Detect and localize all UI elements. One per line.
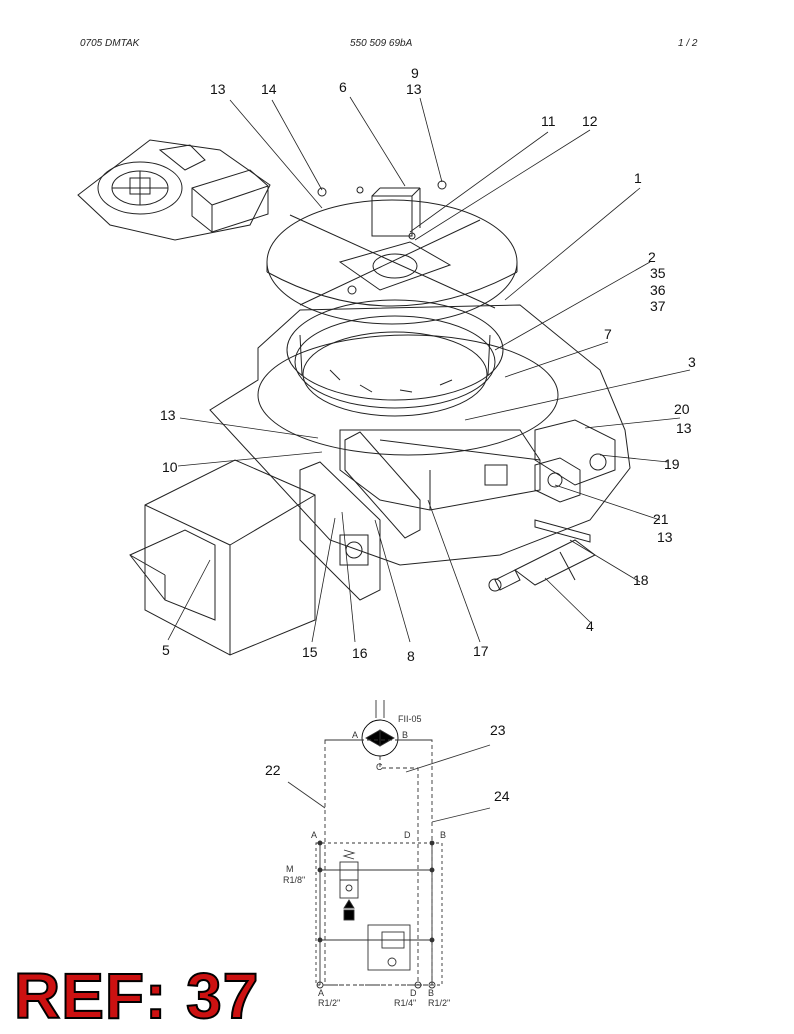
callout: 36 bbox=[650, 282, 666, 298]
callout: 3 bbox=[688, 354, 696, 370]
port-label: R1/2" bbox=[318, 998, 340, 1008]
port-label: B bbox=[428, 988, 434, 998]
port-label: B bbox=[440, 830, 446, 840]
port-label: A bbox=[318, 988, 324, 998]
hydraulic-schematic bbox=[287, 700, 491, 989]
callout: 16 bbox=[352, 645, 368, 661]
port-label: M bbox=[286, 864, 294, 874]
callout: 6 bbox=[339, 79, 347, 95]
callout-labels: 13 14 6 9 13 11 12 1 2 35 36 37 7 3 13 1… bbox=[160, 65, 696, 804]
callout: 13 bbox=[210, 81, 226, 97]
port-label: R1/8" bbox=[283, 875, 305, 885]
callout: 24 bbox=[494, 788, 510, 804]
callout: 22 bbox=[265, 762, 281, 778]
callout: 13 bbox=[406, 81, 422, 97]
callout: 4 bbox=[586, 618, 594, 634]
callout: 12 bbox=[582, 113, 598, 129]
valve-block bbox=[484, 419, 616, 503]
port-label: R1/2" bbox=[428, 998, 450, 1008]
overview-thumbnail bbox=[77, 139, 271, 241]
callout: 9 bbox=[411, 65, 419, 81]
callout: 13 bbox=[160, 407, 176, 423]
callout: 13 bbox=[657, 529, 673, 545]
callout: 15 bbox=[302, 644, 318, 660]
callout: 14 bbox=[261, 81, 277, 97]
port-label: A bbox=[352, 730, 358, 740]
base-plate bbox=[209, 304, 631, 566]
schematic-labels: FII-05 A B C A D B M R1/8" A D B R1/2" R… bbox=[283, 714, 450, 1008]
callout: 37 bbox=[650, 298, 666, 314]
callout: 18 bbox=[633, 572, 649, 588]
header-part-number: 550 509 69bA bbox=[350, 38, 413, 49]
callout: 23 bbox=[490, 722, 506, 738]
header-page-number: 1 / 2 bbox=[678, 38, 698, 49]
callout: 8 bbox=[407, 648, 415, 664]
leader-lines bbox=[167, 96, 691, 643]
callout: 35 bbox=[650, 265, 666, 281]
callout: 2 bbox=[648, 249, 656, 265]
callout: 20 bbox=[674, 401, 690, 417]
callout: 1 bbox=[634, 170, 642, 186]
callout: 10 bbox=[162, 459, 178, 475]
rotor-wheel bbox=[286, 299, 504, 417]
callout: 19 bbox=[664, 456, 680, 472]
port-label: R1/4" bbox=[394, 998, 416, 1008]
reference-label: REF: 37 bbox=[13, 960, 260, 1032]
port-label: A bbox=[311, 830, 317, 840]
top-lid bbox=[266, 180, 518, 325]
valve-label: FII-05 bbox=[398, 714, 422, 724]
callout: 5 bbox=[162, 642, 170, 658]
cylinder bbox=[488, 519, 596, 592]
inlet-duct bbox=[129, 459, 316, 656]
port-label: C bbox=[376, 762, 383, 772]
callout: 11 bbox=[541, 113, 556, 129]
header-doc-code: 0705 DMTAK bbox=[80, 38, 140, 49]
callout: 17 bbox=[473, 643, 489, 659]
side-flange bbox=[299, 431, 421, 601]
callout: 13 bbox=[676, 420, 692, 436]
port-label: B bbox=[402, 730, 408, 740]
callout: 21 bbox=[653, 511, 669, 527]
callout: 7 bbox=[604, 326, 612, 342]
port-label: D bbox=[410, 988, 417, 998]
port-label: D bbox=[404, 830, 411, 840]
housing-body bbox=[339, 429, 541, 511]
